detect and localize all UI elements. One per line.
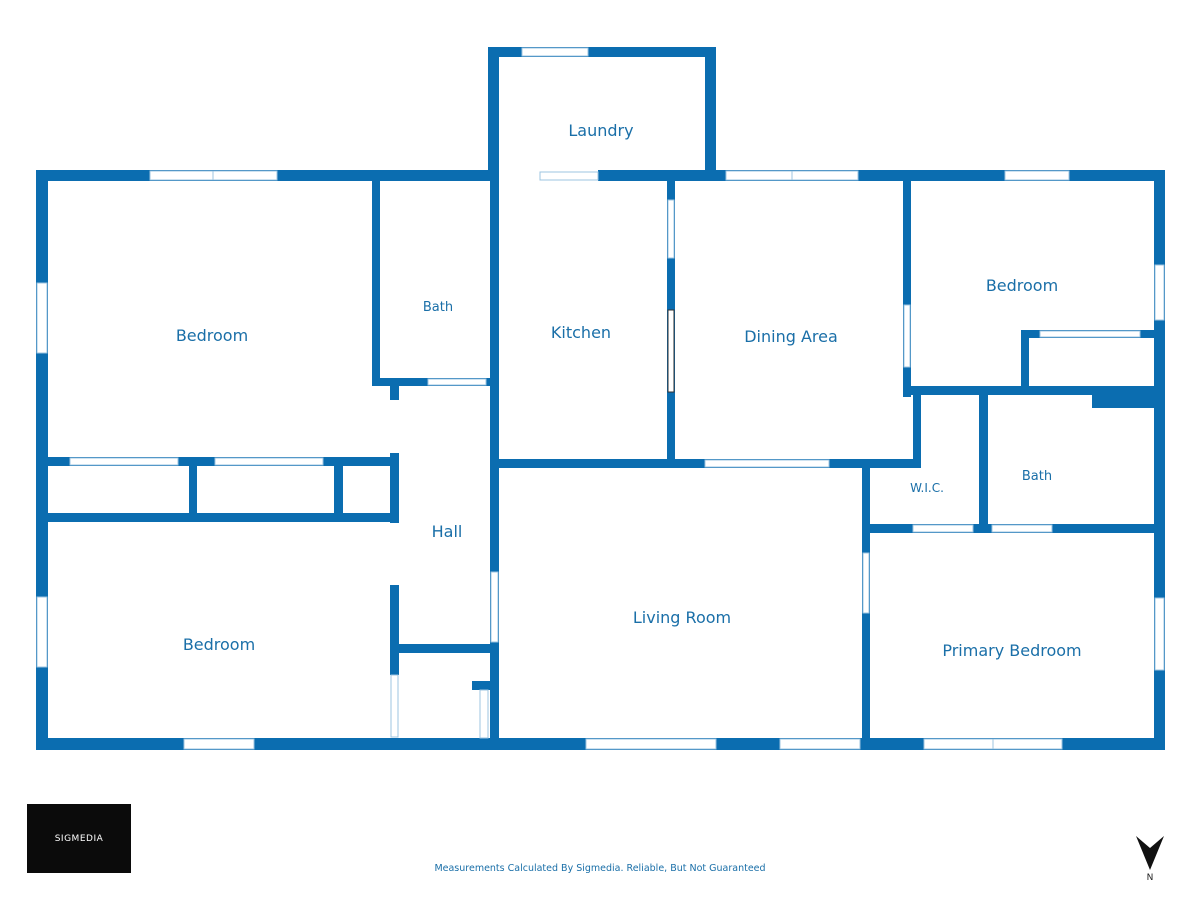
hall-wall-west-upper: [390, 378, 399, 400]
room-label-bath-center: Bath: [423, 300, 453, 315]
window-bedroom-sw-west: [36, 596, 48, 668]
room-labels: Laundry Bedroom Bath Kitchen Dining Area…: [176, 121, 1082, 660]
door-closet-2: [214, 457, 324, 466]
door-wic: [912, 524, 974, 533]
bedroom-ne-wall-bottom: [903, 386, 1155, 395]
door-hall-living: [490, 571, 499, 643]
door-dining-living: [704, 459, 830, 468]
door-hall-bedroom: [390, 674, 399, 738]
closet-divider-2: [334, 457, 343, 522]
room-label-primary: Primary Bedroom: [942, 641, 1081, 660]
hall-wall-west-mid: [390, 453, 399, 523]
closet-divider-1: [189, 457, 197, 522]
hall-closet-notch: [472, 681, 492, 690]
window-primary-east: [1154, 597, 1165, 671]
window-living-bottom: [585, 738, 717, 750]
wic-wall-top-stub: [913, 386, 921, 468]
room-label-bath-east: Bath: [1022, 469, 1052, 484]
door-kitchen-dining: [667, 199, 675, 259]
door-bath-east: [991, 524, 1053, 533]
window-laundry-top: [521, 47, 589, 57]
door-closet-1: [69, 457, 179, 466]
laundry-wall-top: [488, 47, 716, 57]
kitchen-wall-bottom: [490, 459, 918, 468]
brand-logo-text: SIGMEDIA: [54, 833, 104, 844]
closet-ne-wall: [1021, 330, 1029, 390]
room-label-kitchen: Kitchen: [551, 323, 611, 342]
room-label-living: Living Room: [633, 608, 731, 627]
room-label-bedroom-nw: Bedroom: [176, 326, 248, 345]
pass-through-window: [667, 309, 675, 393]
openings: [36, 47, 1165, 750]
north-arrow-icon: [1136, 836, 1164, 870]
outer-wall-top-east: [598, 170, 1165, 181]
door-closet-ne: [1039, 330, 1141, 338]
window-bedroom-ne-east: [1154, 264, 1165, 321]
door-hall-closet: [479, 689, 489, 739]
outer-wall-east: [1154, 170, 1165, 750]
hall-closet-east: [490, 644, 499, 750]
bath-east-corner: [1092, 386, 1162, 408]
room-label-bedroom-sw: Bedroom: [183, 635, 255, 654]
room-label-hall: Hall: [432, 522, 463, 541]
door-bath-center: [427, 378, 487, 386]
brand-logo: SIGMEDIA: [27, 804, 131, 873]
hall-closet-wall: [390, 644, 498, 653]
window-bedroom-ne-top: [1004, 170, 1070, 181]
room-label-dining: Dining Area: [744, 327, 838, 346]
laundry-wall-west: [488, 47, 499, 181]
bath-wall-west: [372, 181, 380, 384]
door-primary-living: [862, 552, 870, 614]
kitchen-wall-west: [490, 181, 499, 653]
room-label-bedroom-ne: Bedroom: [986, 276, 1058, 295]
room-label-laundry: Laundry: [568, 121, 633, 140]
window-bedroom-sw-bottom: [183, 738, 255, 750]
room-label-wic: W.I.C.: [910, 481, 944, 495]
wic-bath-wall: [979, 390, 988, 530]
door-bedroom-ne: [903, 304, 911, 368]
closet-wall-bottom: [36, 513, 398, 522]
door-laundry: [539, 171, 599, 181]
hall-wall-west-lower: [390, 585, 399, 675]
window-bedroom-nw-west: [36, 282, 48, 354]
compass-label: N: [1146, 873, 1154, 883]
dining-wall-east: [903, 181, 911, 397]
door-front: [779, 738, 861, 750]
laundry-wall-east: [705, 47, 716, 181]
footer-disclaimer: Measurements Calculated By Sigmedia. Rel…: [434, 863, 766, 874]
